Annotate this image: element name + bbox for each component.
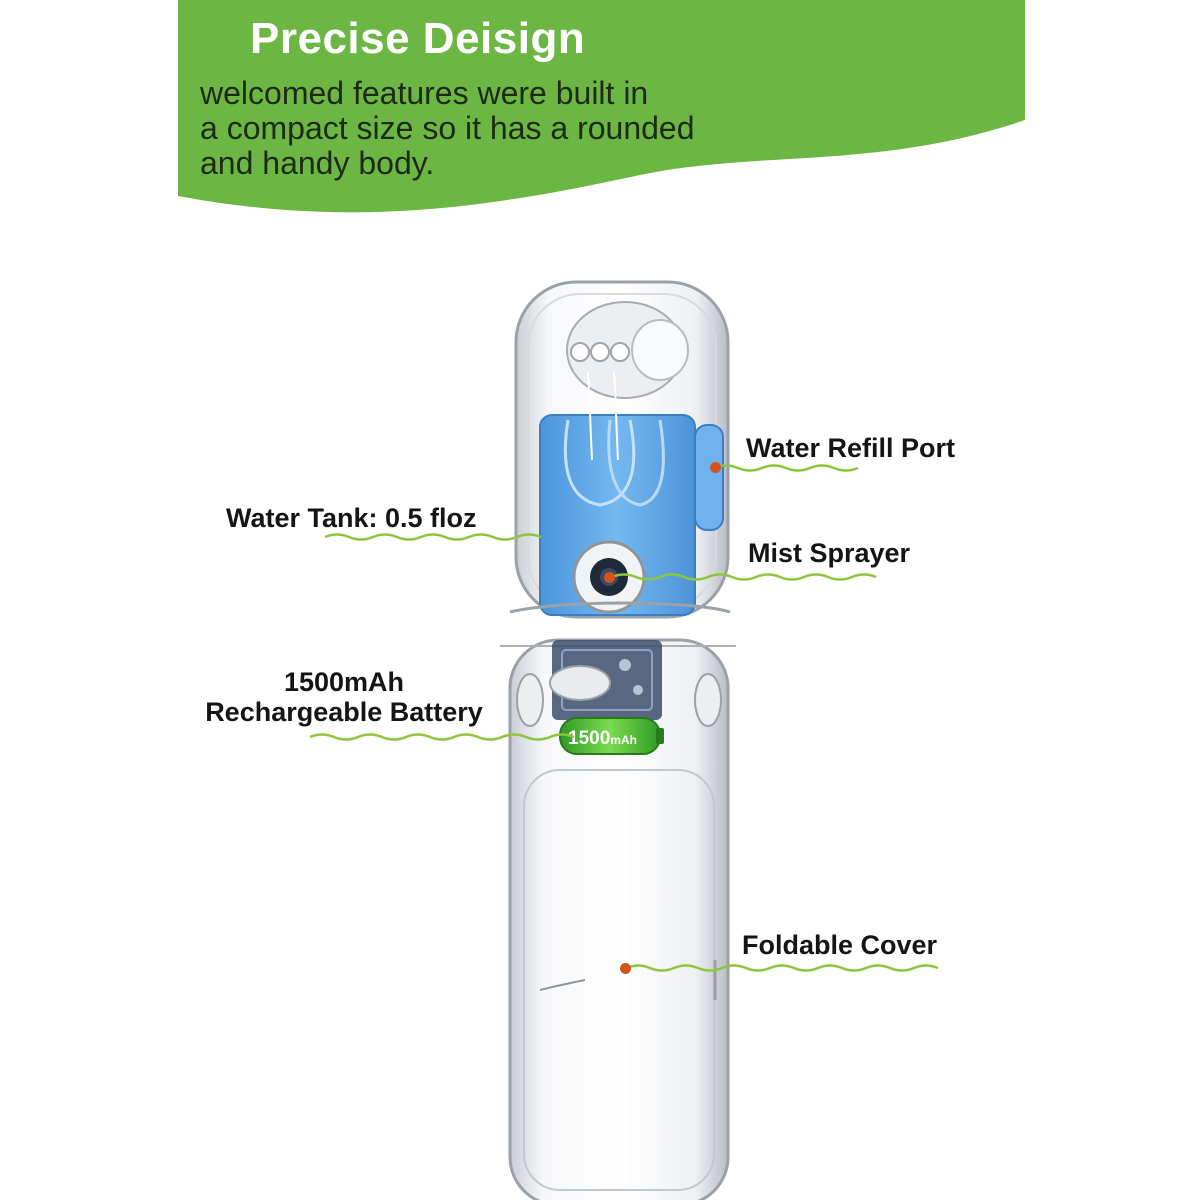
description-line: welcomed features were built in <box>200 75 649 111</box>
device-lower-body <box>500 638 736 1200</box>
header-banner: Precise Deisign welcomed features were b… <box>0 0 1200 260</box>
callout-battery: 1500mAh Rechargeable Battery <box>188 667 500 727</box>
leader-battery <box>309 733 575 741</box>
callout-leaders <box>309 464 939 972</box>
leader-water-tank <box>324 533 542 541</box>
callout-battery-line1: 1500mAh <box>283 667 405 697</box>
leader-mist-sprayer <box>611 573 877 581</box>
marker-water-refill-port <box>710 462 721 473</box>
description-line: and handy body. <box>200 145 435 181</box>
callout-water-tank: Water Tank: 0.5 floz <box>226 503 477 533</box>
callout-battery-line2: Rechargeable Battery <box>205 697 483 727</box>
leader-water-refill-port <box>713 464 859 472</box>
callout-water-refill-port: Water Refill Port <box>746 433 956 463</box>
marker-foldable-cover <box>620 963 631 974</box>
callout-mist-sprayer: Mist Sprayer <box>748 538 911 568</box>
banner-background <box>178 0 1025 213</box>
battery-capacity-print: 1500mAh <box>568 728 637 749</box>
page-title: Precise Deisign <box>250 14 586 63</box>
battery-cell <box>559 717 664 755</box>
page-description: welcomed features were built in a compac… <box>200 76 820 181</box>
marker-mist-sprayer <box>604 572 615 583</box>
description-line: a compact size so it has a rounded <box>200 110 695 146</box>
callout-foldable-cover: Foldable Cover <box>742 930 938 960</box>
leader-foldable-cover <box>625 964 939 972</box>
